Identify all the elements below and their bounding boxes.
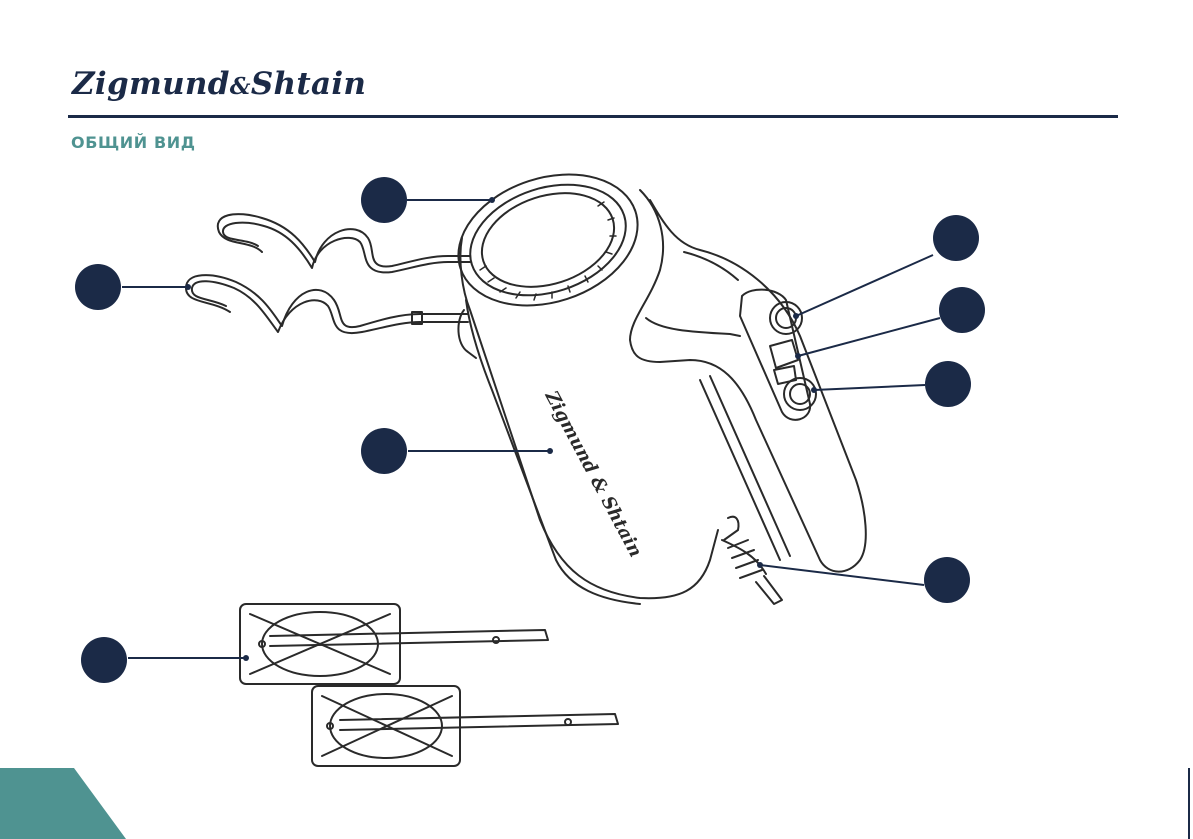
- callout-top-vent: [361, 177, 407, 223]
- callout-turbo-button: [925, 361, 971, 407]
- callout-speed-button: [933, 215, 979, 261]
- dough-hook-upper: [218, 214, 470, 272]
- callout-body: [361, 428, 407, 474]
- whisk-beater-upper: [240, 604, 548, 684]
- callout-release-lever: [939, 287, 985, 333]
- callout-whisk-beater: [81, 637, 127, 683]
- body-logo-text: Zigmund & Shtain: [540, 387, 646, 561]
- callout-dough-hook: [75, 264, 121, 310]
- callout-power-cord: [924, 557, 970, 603]
- page-corner-tab: [0, 768, 130, 839]
- page-edge-line: [1188, 768, 1190, 839]
- dough-hook-lower: [186, 275, 468, 333]
- whisk-beater-lower: [312, 686, 618, 766]
- mixer-body: [441, 153, 865, 604]
